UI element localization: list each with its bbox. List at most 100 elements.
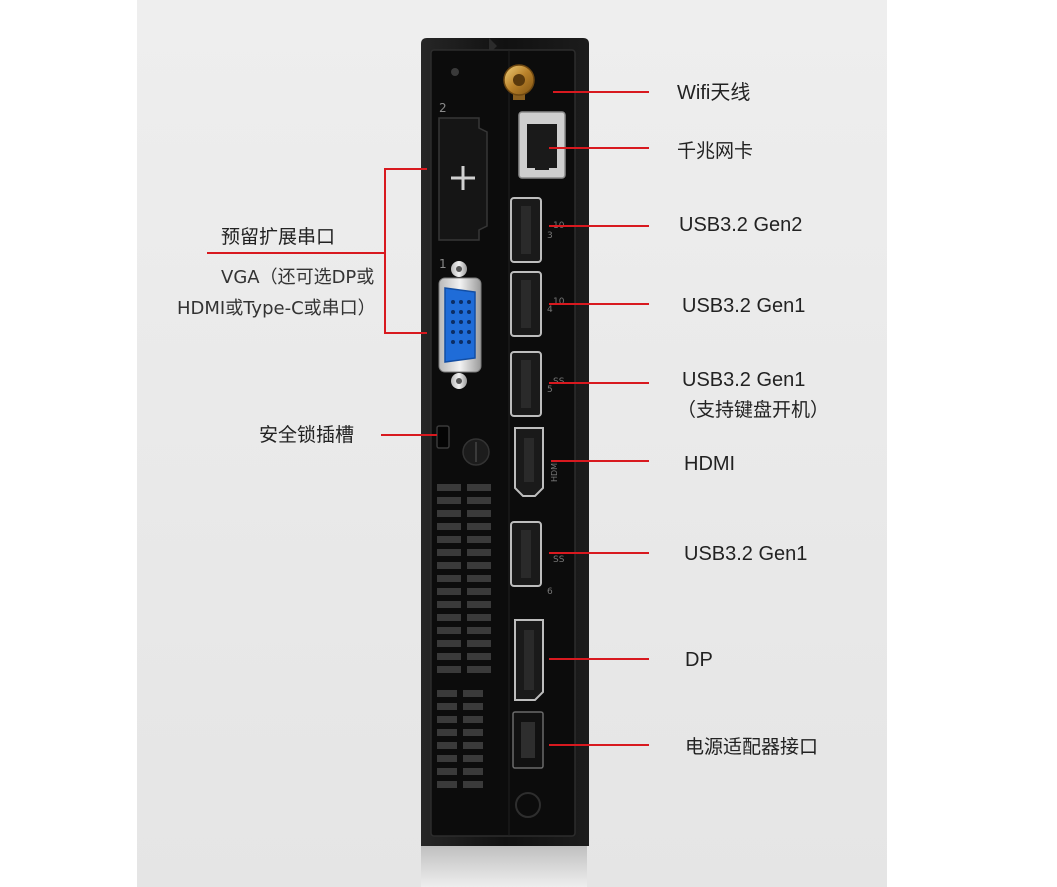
vent-slat — [437, 703, 457, 710]
hdmi-port-icon: HDMI — [514, 427, 559, 497]
usb-number-5: 5 — [547, 385, 553, 395]
vent-slat — [463, 729, 483, 736]
label-lock: 安全锁插槽 — [259, 424, 355, 446]
diagram-canvas: 2 1 3 10 — [207, 38, 649, 887]
vent-slat — [463, 703, 483, 710]
usb-port-gen1-c-tongue — [521, 530, 531, 578]
vent-slat — [463, 768, 483, 775]
power-socket-core — [521, 722, 535, 758]
vent-slat — [463, 742, 483, 749]
lock-slot — [436, 425, 450, 449]
label-lan: 千兆网卡 — [677, 140, 754, 162]
vent-slat — [437, 614, 461, 621]
antenna-core — [513, 74, 525, 86]
usb-number-4: 4 — [547, 305, 553, 315]
vent-slat — [437, 549, 461, 556]
label-usb-gen1-b: USB3.2 Gen1 — [682, 369, 806, 391]
label-usb-gen1-c: USB3.2 Gen1 — [684, 543, 808, 565]
hdmi-tongue — [524, 438, 534, 482]
vent-slat — [467, 666, 491, 673]
vent-slat — [467, 497, 491, 504]
label-usb-gen1-b-note: （支持键盘开机） — [677, 399, 830, 421]
power-jack-icon — [512, 711, 544, 818]
slot-number-2: 2 — [439, 101, 447, 115]
vent-slat — [437, 601, 461, 608]
vent-slat — [437, 588, 461, 595]
vent-slat — [463, 716, 483, 723]
leader-lines — [207, 91, 649, 746]
vent-slat — [467, 653, 491, 660]
vent-slat — [437, 510, 461, 517]
vent-slat — [463, 781, 483, 788]
vent-slat — [467, 588, 491, 595]
vent-slat — [463, 690, 483, 697]
vent-slat — [463, 755, 483, 762]
hdmi-logo-mark: HDMI — [550, 461, 559, 482]
vga-pins — [451, 300, 471, 344]
usb-number-6: 6 — [547, 587, 553, 597]
vent-slat — [437, 755, 457, 762]
bracket-expansion — [384, 168, 427, 334]
usb-port-gen1-b-tongue — [521, 360, 531, 408]
usb-port-gen1-a-tongue — [521, 280, 531, 328]
label-expansion-line2: HDMI或Type-C或串口） — [177, 298, 376, 319]
vent-slat — [437, 562, 461, 569]
vent-slat — [467, 562, 491, 569]
vent-slat — [437, 627, 461, 634]
displayport-icon — [514, 619, 544, 701]
vga-screw-top-hole — [456, 266, 462, 272]
lock-slot-icon — [436, 425, 490, 466]
chassis-reflection — [421, 842, 587, 887]
vent-slat — [467, 601, 491, 608]
vent-grille — [437, 484, 491, 788]
expansion-slot: 2 — [438, 101, 488, 241]
vga-screw-bottom-hole — [456, 378, 462, 384]
vent-slat — [437, 742, 457, 749]
vent-slat — [437, 781, 457, 788]
vent-slat — [437, 690, 457, 697]
ethernet-latch — [535, 160, 549, 170]
vga-insert — [444, 287, 476, 363]
vent-slat — [437, 575, 461, 582]
vent-slat — [467, 614, 491, 621]
ethernet-port-icon — [518, 111, 566, 179]
usb-10-mark-b: 10 — [553, 297, 565, 307]
usb-port-icon: 6 SS — [510, 521, 565, 597]
vent-slat — [467, 549, 491, 556]
vent-slat — [467, 510, 491, 517]
label-power: 电源适配器接口 — [685, 736, 819, 758]
vent-slat — [467, 627, 491, 634]
usb-ss-mark-b: SS — [553, 555, 565, 565]
usb-port-gen2-tongue — [521, 206, 531, 254]
antenna-icon — [503, 64, 535, 100]
vent-slat — [467, 536, 491, 543]
product-diagram: 2 1 3 10 — [137, 0, 887, 887]
vent-slat — [437, 666, 461, 673]
label-hdmi: HDMI — [684, 453, 736, 475]
label-wifi: Wifi天线 — [677, 82, 751, 104]
dp-tongue — [524, 630, 534, 690]
label-usb-gen2: USB3.2 Gen2 — [679, 214, 803, 236]
vent-slat — [437, 768, 457, 775]
vent-slat — [437, 716, 457, 723]
label-expansion-title: 预留扩展串口 — [221, 226, 336, 248]
label-usb-gen1-a: USB3.2 Gen1 — [682, 295, 806, 317]
label-dp: DP — [685, 649, 713, 671]
usb-number-3: 3 — [547, 231, 553, 241]
slot-number-1: 1 — [439, 257, 447, 271]
screw-hole — [451, 68, 459, 76]
vent-slat — [437, 497, 461, 504]
vent-slat — [467, 523, 491, 530]
usb-port-icon: 4 10 — [510, 271, 565, 337]
vent-slat — [467, 484, 491, 491]
label-expansion-line1: VGA（还可选DP或 — [221, 267, 375, 288]
vent-slat — [467, 575, 491, 582]
vent-slat — [437, 484, 461, 491]
power-button-ring — [515, 792, 541, 818]
vent-slat — [437, 729, 457, 736]
vga-port-icon: 1 — [438, 257, 482, 389]
vent-slat — [437, 536, 461, 543]
vent-slat — [437, 640, 461, 647]
vent-slat — [437, 523, 461, 530]
usb-port-icon: 3 10 — [510, 197, 565, 263]
